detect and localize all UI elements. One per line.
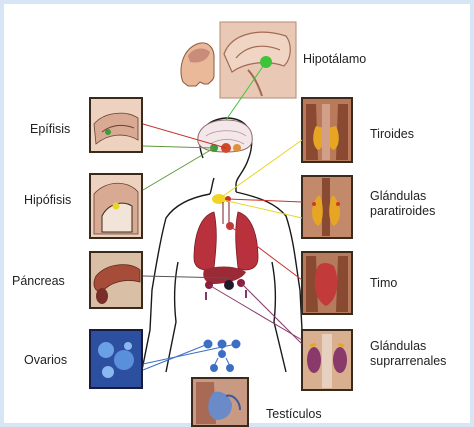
body-silhouette: [142, 118, 312, 372]
label-epifisis: Epífisis: [30, 122, 70, 137]
head-profile-icon: [181, 43, 214, 86]
label-paratiroides-line1: Glándulas: [370, 189, 435, 204]
line-suprarrenales-2: [209, 285, 302, 340]
label-timo: Timo: [370, 276, 397, 291]
timo-thumbnail: [302, 252, 352, 314]
line-hipofisis: [143, 148, 214, 190]
label-glandulas-paratiroides: Glándulas paratiroides: [370, 189, 435, 219]
label-ovarios: Ovarios: [24, 353, 67, 368]
label-hipofisis: Hipófisis: [24, 193, 71, 208]
label-suprarrenales-line1: Glándulas: [370, 339, 446, 354]
label-glandulas-suprarrenales: Glándulas suprarrenales: [370, 339, 446, 369]
label-testiculos: Testículos: [266, 407, 322, 422]
suprarrenales-thumbnail: [302, 330, 352, 390]
epifisis-thumbnail: [90, 98, 142, 152]
label-tiroides: Tiroides: [370, 127, 414, 142]
tiroides-thumbnail: [302, 98, 352, 162]
hypothalamus-thumbnail: [220, 22, 296, 98]
ovarios-thumbnail: [90, 330, 142, 388]
testiculos-thumbnail: [192, 378, 248, 426]
paratiroides-thumbnail: [302, 176, 352, 238]
hipofisis-thumbnail: [90, 174, 142, 238]
pancreas-thumbnail: [90, 252, 142, 308]
lungs-shape: [194, 202, 258, 270]
label-pancreas: Páncreas: [12, 274, 65, 289]
abdomen-organs: [203, 267, 246, 301]
label-hipotalamo: Hipotálamo: [303, 52, 366, 67]
label-suprarrenales-line2: suprarrenales: [370, 354, 446, 369]
label-paratiroides-line2: paratiroides: [370, 204, 435, 219]
